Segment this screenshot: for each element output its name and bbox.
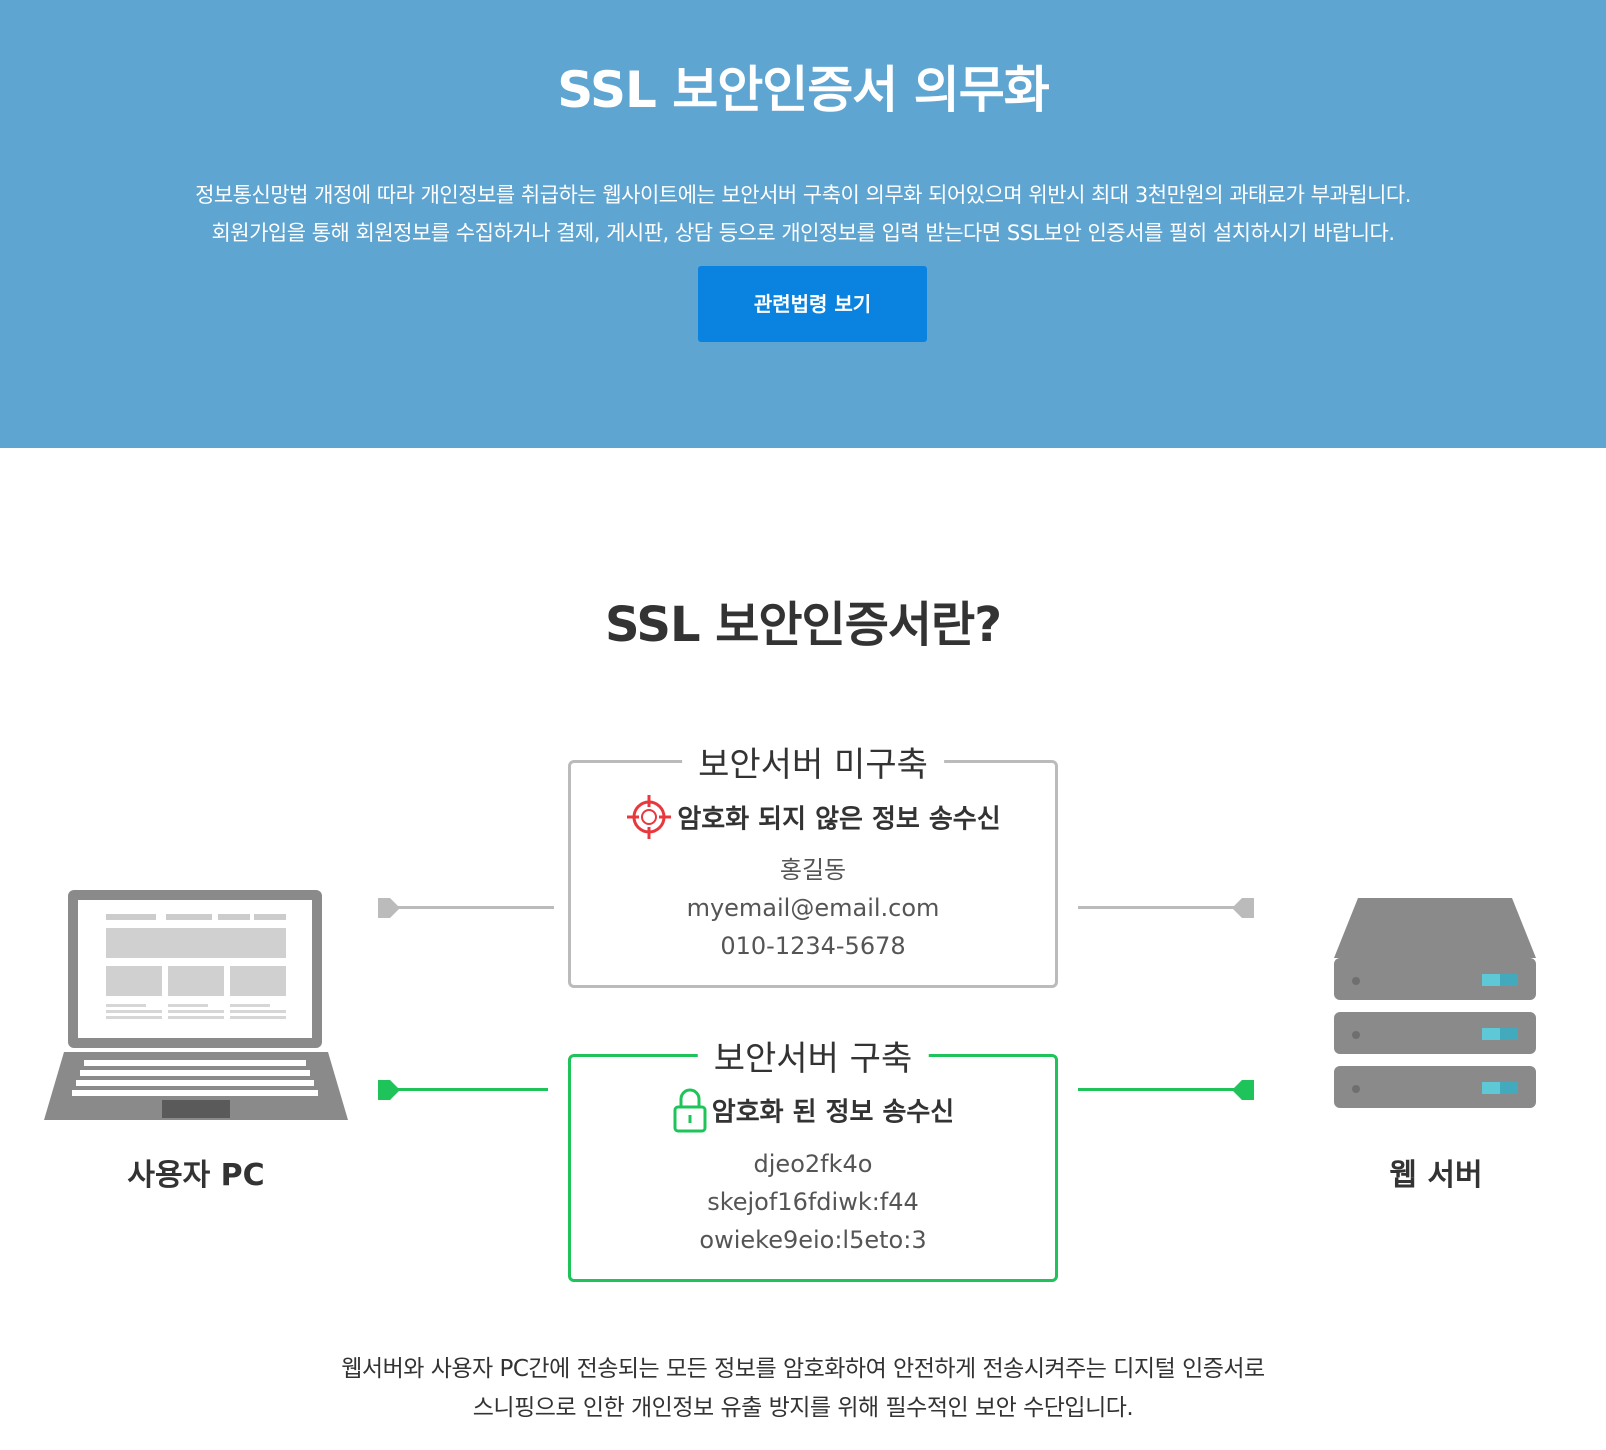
secured-right-connector xyxy=(1078,1080,1254,1100)
padlock-icon xyxy=(673,1088,707,1133)
ciphertext-line: skejof16fdiwk:f44 xyxy=(707,1188,919,1216)
ssl-description-line: 웹서버와 사용자 PC간에 전송되는 모든 정보를 암호화하여 안전하게 전송시… xyxy=(341,1356,1265,1382)
ssl-diagram: 사용자 PC 웹 서버 보안서버 미구축 xyxy=(0,700,1606,1300)
view-related-laws-button[interactable]: 관련법령 보기 xyxy=(698,266,927,342)
laptop-icon xyxy=(44,890,348,1120)
unsecured-server-box: 보안서버 미구축 암호화 되지 않은 정보 송수신 홍길동 myemail@em… xyxy=(568,737,1058,988)
unsecured-box-title: 보안서버 미구축 xyxy=(682,737,944,786)
section-title: SSL 보안인증서란? xyxy=(604,597,1002,653)
unsecured-box-subtitle: 암호화 되지 않은 정보 송수신 xyxy=(571,793,1055,841)
ciphertext-line: djeo2fk4o xyxy=(753,1150,873,1178)
unsecured-right-connector xyxy=(1078,898,1254,918)
plaintext-name: 홍길동 xyxy=(779,856,847,884)
plaintext-phone: 010-1234-5678 xyxy=(720,932,906,960)
secured-box-title: 보안서버 구축 xyxy=(697,1031,929,1080)
secured-server-box: 보안서버 구축 암호화 된 정보 송수신 djeo2fk4o skejof16f… xyxy=(568,1031,1058,1282)
plaintext-email: myemail@email.com xyxy=(686,894,940,922)
ssl-description-line: 스니핑으로 인한 개인정보 유출 방지를 위해 필수적인 보안 수단입니다. xyxy=(472,1395,1134,1421)
secured-box-subtitle: 암호화 된 정보 송수신 xyxy=(571,1087,1055,1133)
hero-description-line: 정보통신망법 개정에 따라 개인정보를 취급하는 웹사이트에는 보안서버 구축이… xyxy=(195,183,1411,207)
server-icon xyxy=(1334,898,1536,1108)
secured-data-lines: djeo2fk4o skejof16fdiwk:f44 owieke9eio:l… xyxy=(571,1145,1055,1259)
unsecured-left-connector xyxy=(378,898,554,918)
target-crosshair-icon xyxy=(627,795,672,839)
web-server-label: 웹 서버 xyxy=(1389,1158,1483,1193)
user-pc-label: 사용자 PC xyxy=(127,1158,265,1193)
hero-banner: SSL 보안인증서 의무화 정보통신망법 개정에 따라 개인정보를 취급하는 웹… xyxy=(0,0,1606,448)
ssl-description: 웹서버와 사용자 PC간에 전송되는 모든 정보를 암호화하여 안전하게 전송시… xyxy=(0,1350,1606,1428)
secured-left-connector xyxy=(378,1080,548,1100)
hero-title: SSL 보안인증서 의무화 xyxy=(557,61,1049,119)
hero-description-line: 회원가입을 통해 회원정보를 수집하거나 결제, 게시판, 상담 등으로 개인정… xyxy=(211,221,1395,245)
unsecured-data-lines: 홍길동 myemail@email.com 010-1234-5678 xyxy=(571,851,1055,965)
unsecured-subtitle-text: 암호화 되지 않은 정보 송수신 xyxy=(677,804,1001,835)
hero-description: 정보통신망법 개정에 따라 개인정보를 취급하는 웹사이트에는 보안서버 구축이… xyxy=(0,176,1606,252)
ciphertext-line: owieke9eio:l5eto:3 xyxy=(699,1226,927,1254)
secured-subtitle-text: 암호화 된 정보 송수신 xyxy=(711,1097,955,1128)
